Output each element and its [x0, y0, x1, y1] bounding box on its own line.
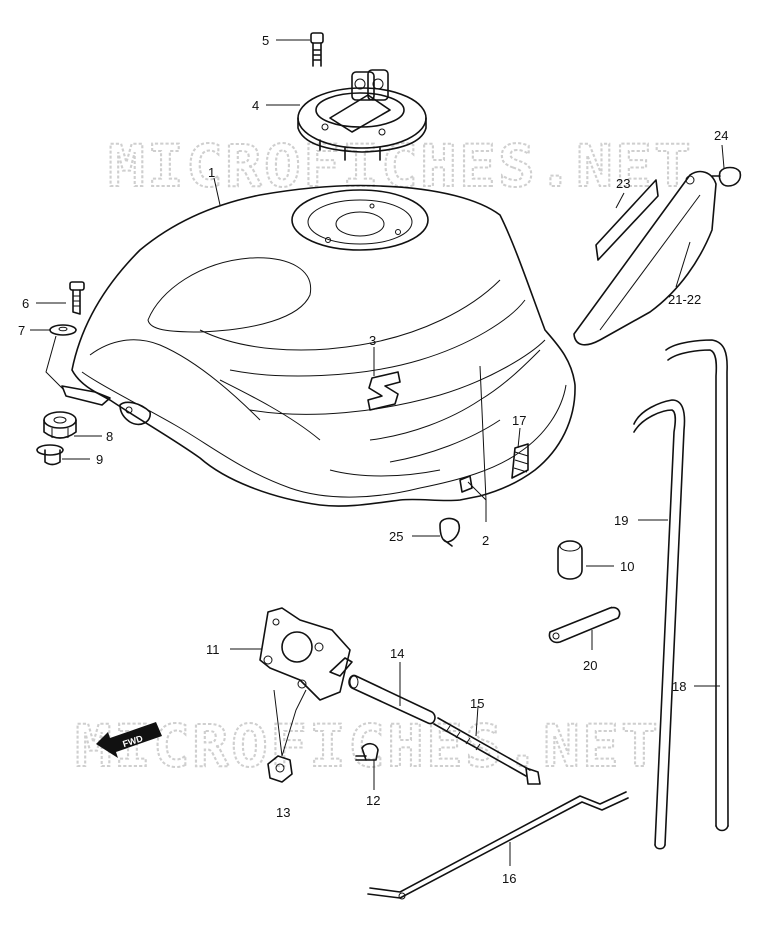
part-4-fuel-cap[interactable] [297, 69, 427, 161]
callout-23[interactable]: 23 [616, 176, 630, 191]
callout-16[interactable]: 16 [502, 871, 516, 886]
callout-9[interactable]: 9 [96, 452, 103, 467]
callout-3[interactable]: 3 [369, 333, 376, 348]
part-10-damper[interactable] [557, 540, 583, 580]
callout-13[interactable]: 13 [276, 805, 290, 820]
callout-6[interactable]: 6 [22, 296, 29, 311]
part-3-emblem[interactable] [367, 371, 401, 411]
part-15-bolt[interactable] [433, 717, 541, 785]
callout-5[interactable]: 5 [262, 33, 269, 48]
leader-lines [30, 39, 725, 866]
callout-14[interactable]: 14 [390, 646, 404, 661]
callout-12[interactable]: 12 [366, 793, 380, 808]
part-11-bracket[interactable] [259, 607, 353, 701]
watermark-bottom: MICROFICHES.NET [75, 712, 660, 780]
part-8-grommet[interactable] [43, 411, 77, 439]
part-18-hose[interactable] [665, 339, 729, 832]
part-20-bracket[interactable] [548, 606, 621, 644]
callout-17[interactable]: 17 [512, 413, 526, 428]
callout-2[interactable]: 2 [482, 533, 489, 548]
callout-7[interactable]: 7 [18, 323, 25, 338]
callout-20[interactable]: 20 [583, 658, 597, 673]
part-21-22-cover[interactable] [573, 170, 717, 346]
callout-1[interactable]: 1 [208, 165, 215, 180]
part-12-bolt[interactable] [355, 742, 379, 761]
callout-10[interactable]: 10 [620, 559, 634, 574]
part-16-rod[interactable] [367, 791, 629, 900]
callout-labels: 1 2 3 4 5 6 7 8 9 10 11 12 13 14 15 16 1… [18, 33, 728, 886]
part-14-pipe[interactable] [348, 674, 436, 725]
callout-19[interactable]: 19 [614, 513, 628, 528]
part-9-collar[interactable] [36, 444, 64, 466]
part-7-washer[interactable] [49, 324, 77, 336]
callout-8[interactable]: 8 [106, 429, 113, 444]
part-1-fuel-tank[interactable] [61, 184, 576, 507]
part-13-nut[interactable] [267, 755, 293, 783]
callout-25[interactable]: 25 [389, 529, 403, 544]
callout-4[interactable]: 4 [252, 98, 259, 113]
part-24-clip[interactable] [711, 166, 742, 187]
callout-21-22[interactable]: 21-22 [668, 292, 701, 307]
part-6-bolt[interactable] [69, 281, 85, 315]
part-19-hose[interactable] [633, 399, 686, 850]
part-23-cushion[interactable] [595, 179, 659, 261]
callout-18[interactable]: 18 [672, 679, 686, 694]
callout-24[interactable]: 24 [714, 128, 728, 143]
callout-15[interactable]: 15 [470, 696, 484, 711]
callout-11[interactable]: 11 [206, 642, 220, 657]
part-5-bolt[interactable] [310, 32, 324, 67]
part-25-grommet[interactable] [439, 517, 461, 547]
